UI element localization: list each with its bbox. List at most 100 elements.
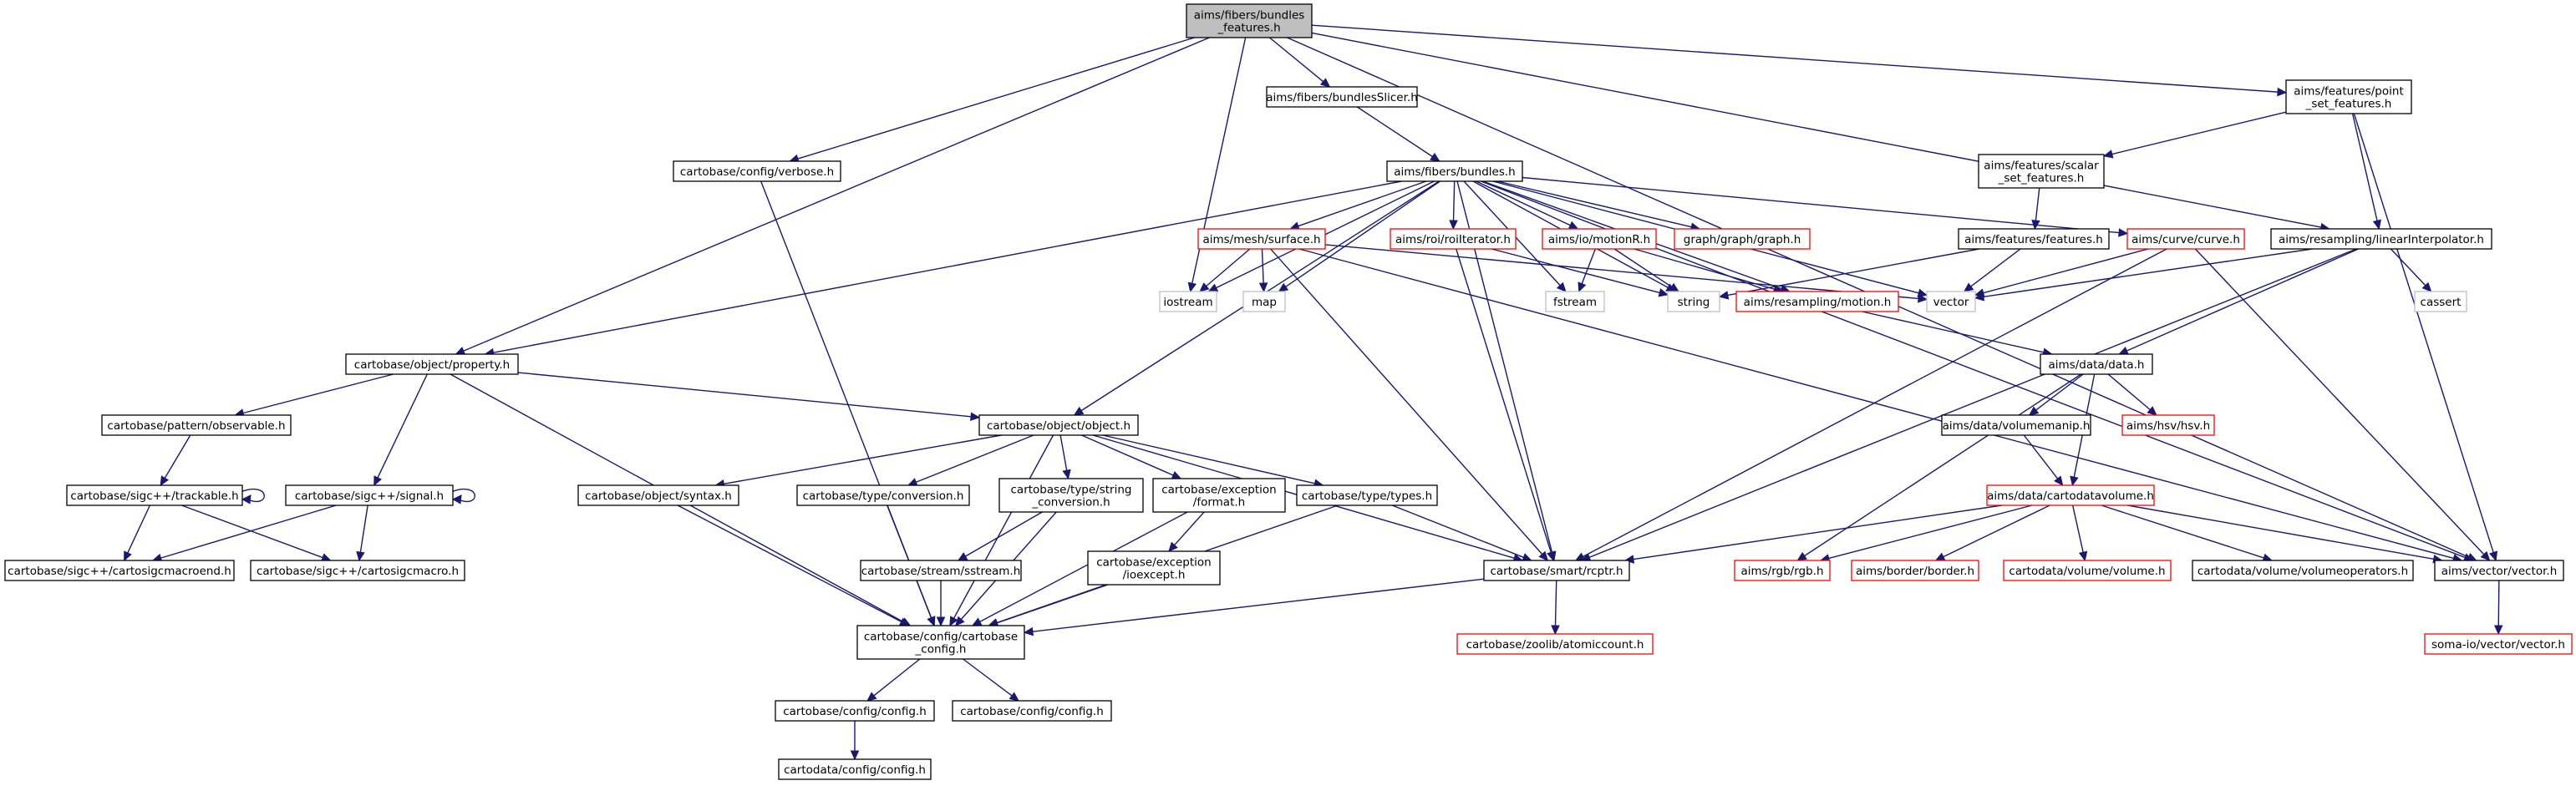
node-ioexcept[interactable]: cartobase/exception/ioexcept.h xyxy=(1087,550,1221,586)
node-label: soma-io/vector/vector.h xyxy=(2431,638,2565,652)
edge-linearInterpolator-to-cassert xyxy=(2390,248,2432,292)
node-features[interactable]: aims/features/features.h xyxy=(1958,228,2110,250)
edge-observable-to-trackable xyxy=(160,434,191,487)
node-rcptr[interactable]: cartobase/smart/rcptr.h xyxy=(1483,560,1630,581)
node-vector[interactable]: vector xyxy=(1926,291,1976,312)
edge-roiIterator-to-rcptr xyxy=(1456,248,1556,562)
node-volumeoperators[interactable]: cartodata/volume/volumeoperators.h xyxy=(2192,560,2414,581)
node-format[interactable]: cartobase/exception/format.h xyxy=(1152,478,1286,513)
node-box xyxy=(1926,291,1976,312)
node-scalar_set_features[interactable]: aims/features/scalar_set_features.h xyxy=(1978,154,2105,189)
node-aims_vector[interactable]: aims/vector/vector.h xyxy=(2434,560,2564,581)
node-sstream[interactable]: cartobase/stream/sstream.h xyxy=(860,560,1022,581)
node-label: cartobase/sigc++/cartosigcmacroend.h xyxy=(8,565,231,578)
node-cartodatavolume[interactable]: aims/data/cartodatavolume.h xyxy=(1986,484,2155,506)
node-signal[interactable]: cartobase/sigc++/signal.h xyxy=(285,484,454,506)
nodes-layer: aims/fibers/bundles_features.h aims/fiber… xyxy=(4,3,2573,780)
node-cartodata_config[interactable]: cartodata/config/config.h xyxy=(778,758,932,780)
node-volume[interactable]: cartodata/volume/volume.h xyxy=(2003,560,2172,581)
node-soma_vector[interactable]: soma-io/vector/vector.h xyxy=(2424,633,2573,655)
node-box xyxy=(2121,414,2215,436)
edge-object-to-cartobase_config xyxy=(949,434,1054,627)
node-map[interactable]: map xyxy=(1242,291,1286,312)
node-types[interactable]: cartobase/type/types.h xyxy=(1296,484,1438,506)
node-label: aims/data/volumemanip.h xyxy=(1943,419,2091,433)
node-linearInterpolator[interactable]: aims/resampling/linearInterpolator.h xyxy=(2270,228,2492,250)
node-box xyxy=(2414,291,2467,312)
node-box xyxy=(2126,228,2245,250)
node-rgb[interactable]: aims/rgb/rgb.h xyxy=(1734,560,1831,581)
node-box xyxy=(978,414,1139,436)
node-surface[interactable]: aims/mesh/surface.h xyxy=(1197,228,1326,250)
node-label: /ioexcept.h xyxy=(1123,569,1186,582)
node-box xyxy=(998,478,1144,513)
node-config2[interactable]: cartobase/config/config.h xyxy=(952,700,1112,722)
node-label: cartobase/pattern/observable.h xyxy=(107,419,285,433)
node-label: aims/vector/vector.h xyxy=(2441,565,2558,578)
edge-bundles-to-map xyxy=(1278,180,1440,292)
node-graph[interactable]: graph/graph/graph.h xyxy=(1674,228,1811,250)
node-config1[interactable]: cartobase/config/config.h xyxy=(775,700,935,722)
edge-point_set_features-to-linearInterpolator xyxy=(2351,113,2382,231)
node-cartosigcmacroend[interactable]: cartobase/sigc++/cartosigcmacroend.h xyxy=(4,560,235,581)
node-label: string xyxy=(1678,296,1710,309)
edge-linearInterpolator-to-data xyxy=(2118,248,2360,355)
edge-cartodatavolume-to-volume xyxy=(2071,505,2088,562)
node-fstream[interactable]: fstream xyxy=(1545,291,1605,312)
node-box xyxy=(2434,560,2564,581)
node-iostream[interactable]: iostream xyxy=(1159,291,1217,312)
node-box xyxy=(4,560,235,581)
node-label: vector xyxy=(1933,296,1969,309)
edge-types-to-rcptr xyxy=(1392,505,1532,562)
node-label: cartobase/stream/sstream.h xyxy=(861,565,1021,578)
node-roiIterator[interactable]: aims/roi/roiIterator.h xyxy=(1390,228,1517,250)
node-motionR[interactable]: aims/io/motionR.h xyxy=(1542,228,1657,250)
edge-signal-to-cartosigcmacro xyxy=(356,505,368,562)
edge-surface-to-rcptr xyxy=(1270,248,1549,561)
node-cartosigcmacro[interactable]: cartobase/sigc++/cartosigcmacro.h xyxy=(250,560,465,581)
node-verbose[interactable]: cartobase/config/verbose.h xyxy=(673,160,841,182)
node-object[interactable]: cartobase/object/object.h xyxy=(978,414,1139,436)
node-property[interactable]: cartobase/object/property.h xyxy=(345,353,519,375)
node-cassert[interactable]: cassert xyxy=(2414,291,2467,312)
node-string_conversion[interactable]: cartobase/type/string_conversion.h xyxy=(998,478,1144,513)
node-border[interactable]: aims/border/border.h xyxy=(1851,560,1979,581)
node-label: iostream xyxy=(1163,296,1212,309)
edge-motion-to-data xyxy=(1862,311,2053,357)
edge-cartodatavolume-to-rgb xyxy=(1819,505,2033,563)
node-curve[interactable]: aims/curve/curve.h xyxy=(2126,228,2245,250)
node-label: cartodata/volume/volume.h xyxy=(2009,565,2165,578)
edge-rcptr-to-cartobase_config xyxy=(1023,578,1485,636)
node-atomiccount[interactable]: cartobase/zoolib/atomiccount.h xyxy=(1456,633,1654,655)
node-label: _set_features.h xyxy=(1998,172,2085,185)
node-motion[interactable]: aims/resampling/motion.h xyxy=(1735,291,1899,312)
node-box xyxy=(1152,478,1286,513)
node-box xyxy=(285,484,454,506)
edge-data-to-volumemanip xyxy=(2028,373,2084,416)
edge-sstream-to-cartobase_config xyxy=(936,581,946,627)
node-point_set_features[interactable]: aims/features/point_set_features.h xyxy=(2285,79,2412,114)
node-data[interactable]: aims/data/data.h xyxy=(2040,353,2153,375)
edge-rcptr-to-atomiccount xyxy=(1551,580,1560,636)
node-string[interactable]: string xyxy=(1667,291,1720,312)
node-syntax[interactable]: cartobase/object/syntax.h xyxy=(577,484,739,506)
node-bundlesSlicer[interactable]: aims/fibers/bundlesSlicer.h xyxy=(1266,86,1418,108)
node-observable[interactable]: cartobase/pattern/observable.h xyxy=(101,414,292,436)
node-bundles[interactable]: aims/fibers/bundles.h xyxy=(1386,160,1523,182)
node-label: cartodata/config/config.h xyxy=(784,763,926,777)
node-cartobase_config[interactable]: cartobase/config/cartobase_config.h xyxy=(856,625,1025,660)
node-hsv[interactable]: aims/hsv/hsv.h xyxy=(2121,414,2215,436)
node-volumemanip[interactable]: aims/data/volumemanip.h xyxy=(1941,414,2091,436)
node-box xyxy=(860,560,1022,581)
node-trackable[interactable]: cartobase/sigc++/trackable.h xyxy=(66,484,243,506)
node-root[interactable]: aims/fibers/bundles_features.h xyxy=(1186,3,1313,38)
node-box xyxy=(952,700,1112,722)
node-label: aims/features/features.h xyxy=(1964,233,2103,246)
node-conversion[interactable]: cartobase/type/conversion.h xyxy=(796,484,970,506)
node-label: aims/resampling/linearInterpolator.h xyxy=(2279,233,2484,246)
node-box xyxy=(2192,560,2414,581)
edge-property-to-object xyxy=(517,372,981,421)
edge-root-to-linearInterpolator xyxy=(1311,32,2330,232)
edge-roiIterator-to-string xyxy=(1491,248,1669,297)
node-box xyxy=(775,700,935,722)
